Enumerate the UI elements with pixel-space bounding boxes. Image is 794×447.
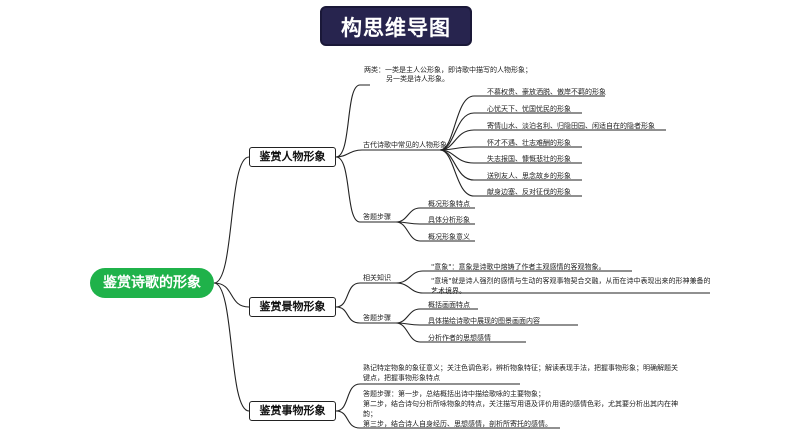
person-common-item: 不慕权贵、豪放洒脱、傲岸不羁的形象 bbox=[487, 88, 606, 96]
scenery-knowledge-label: 相关知识 bbox=[363, 274, 391, 282]
branch-person[interactable]: 鉴赏人物形象 bbox=[249, 147, 336, 167]
root-link-object bbox=[213, 282, 250, 412]
b1-step-line bbox=[395, 207, 475, 223]
b1-link-intro bbox=[335, 84, 370, 158]
person-common-label: 古代诗歌中常见的人物形象 bbox=[363, 141, 447, 149]
scenery-knowledge-item: "意象"：意象是诗歌中熔铸了作者主观感情的客观物象。 bbox=[431, 263, 606, 271]
scenery-step: 概括画面特点 bbox=[428, 301, 470, 309]
person-common-item: 送别友人、思念故乡的形象 bbox=[487, 172, 571, 180]
b2-step-line bbox=[395, 322, 526, 343]
person-common-item: 怀才不遇、壮志难酬的形象 bbox=[487, 139, 571, 147]
b1-link-steps bbox=[335, 156, 396, 223]
person-steps-label: 答题步骤 bbox=[363, 213, 391, 221]
map-title: 构思维导图 bbox=[320, 6, 472, 46]
object-note: 答题步骤：第一步，总结概括出诗中描绘歌咏的主要物象； 第二步，结合诗句分析所咏物… bbox=[363, 390, 678, 428]
b3-link-note1 bbox=[335, 383, 520, 412]
person-step: 具体分析形象 bbox=[428, 216, 470, 224]
branch-scenery[interactable]: 鉴赏景物形象 bbox=[249, 297, 336, 317]
scenery-step: 分析作者的思想感情 bbox=[428, 334, 491, 342]
person-common-item: 寄情山水、淡泊名利、归隐田园、闲适自在的隐者形象 bbox=[487, 122, 655, 130]
scenery-step: 具体描绘诗歌中展现的图景画面内容 bbox=[428, 317, 540, 325]
root-node[interactable]: 鉴赏诗歌的形象 bbox=[90, 268, 214, 298]
root-link-scenery bbox=[213, 282, 250, 308]
person-intro-line: 两类：一类是主人公形象，即诗歌中描写的人物形象； bbox=[364, 66, 532, 74]
b2-link-knowledge bbox=[335, 282, 396, 308]
b1-item-line bbox=[439, 95, 605, 151]
scenery-knowledge-item: "意境"就是诗人强烈的感情与生动的客观事物契合交融，从而在诗中表现出来的形神兼备… bbox=[431, 277, 711, 295]
person-step: 概况形象意义 bbox=[428, 233, 470, 241]
b2-know-line bbox=[395, 282, 710, 294]
b2-link-steps bbox=[335, 306, 396, 324]
root-link-person bbox=[213, 156, 250, 284]
b1-step-line bbox=[395, 221, 475, 242]
object-note: 熟记特定物象的象征意义；关注色调色彩，辨析物象特征；解读表现手法，把握事物形象；… bbox=[363, 364, 678, 382]
branch-object[interactable]: 鉴赏事物形象 bbox=[249, 401, 336, 421]
b2-know-line bbox=[395, 270, 632, 284]
person-common-item: 心忧天下、忧国忧民的形象 bbox=[487, 105, 571, 113]
b3-link-note2 bbox=[335, 410, 560, 429]
scenery-steps-label: 答题步骤 bbox=[363, 314, 391, 322]
person-common-item: 献身边塞、反对征伐的形象 bbox=[487, 188, 571, 196]
person-common-item: 失志报国、慷慨悲壮的形象 bbox=[487, 155, 571, 163]
b1-item-line bbox=[439, 149, 582, 197]
person-intro-line: 另一类是诗人形象。 bbox=[386, 75, 449, 83]
b1-item-line bbox=[439, 129, 666, 151]
b2-step-line bbox=[395, 308, 478, 324]
b1-link-common bbox=[335, 149, 440, 158]
person-step: 概况形象特点 bbox=[428, 200, 470, 208]
